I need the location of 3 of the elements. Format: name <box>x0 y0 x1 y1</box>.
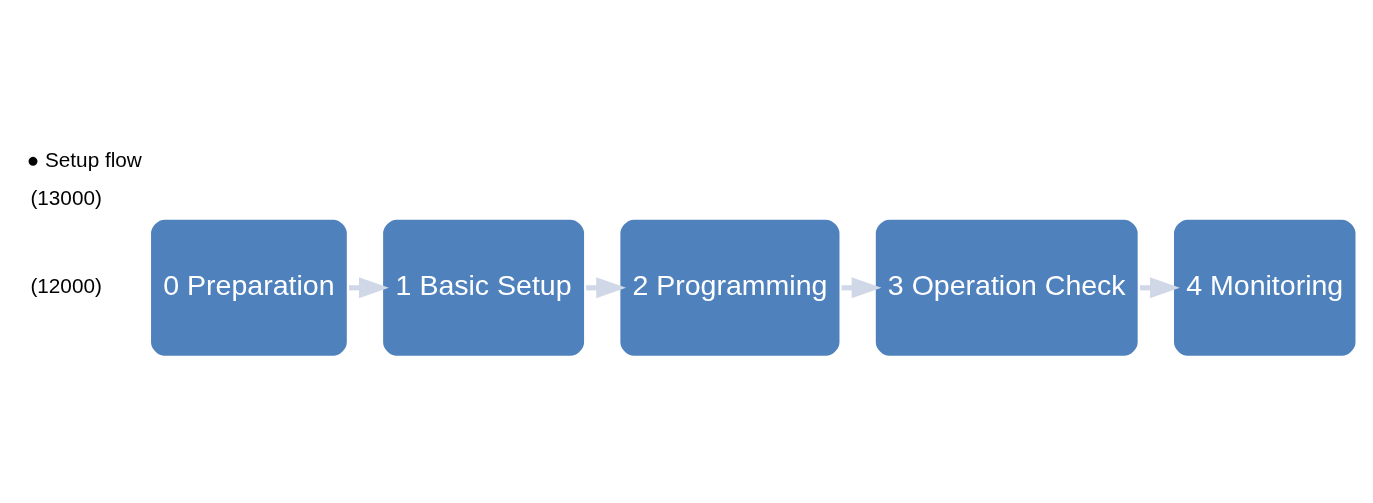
label: (13000) <box>30 185 102 209</box>
label: (12000) <box>30 273 102 297</box>
diagram-title: ● Setup flow <box>26 147 142 171</box>
